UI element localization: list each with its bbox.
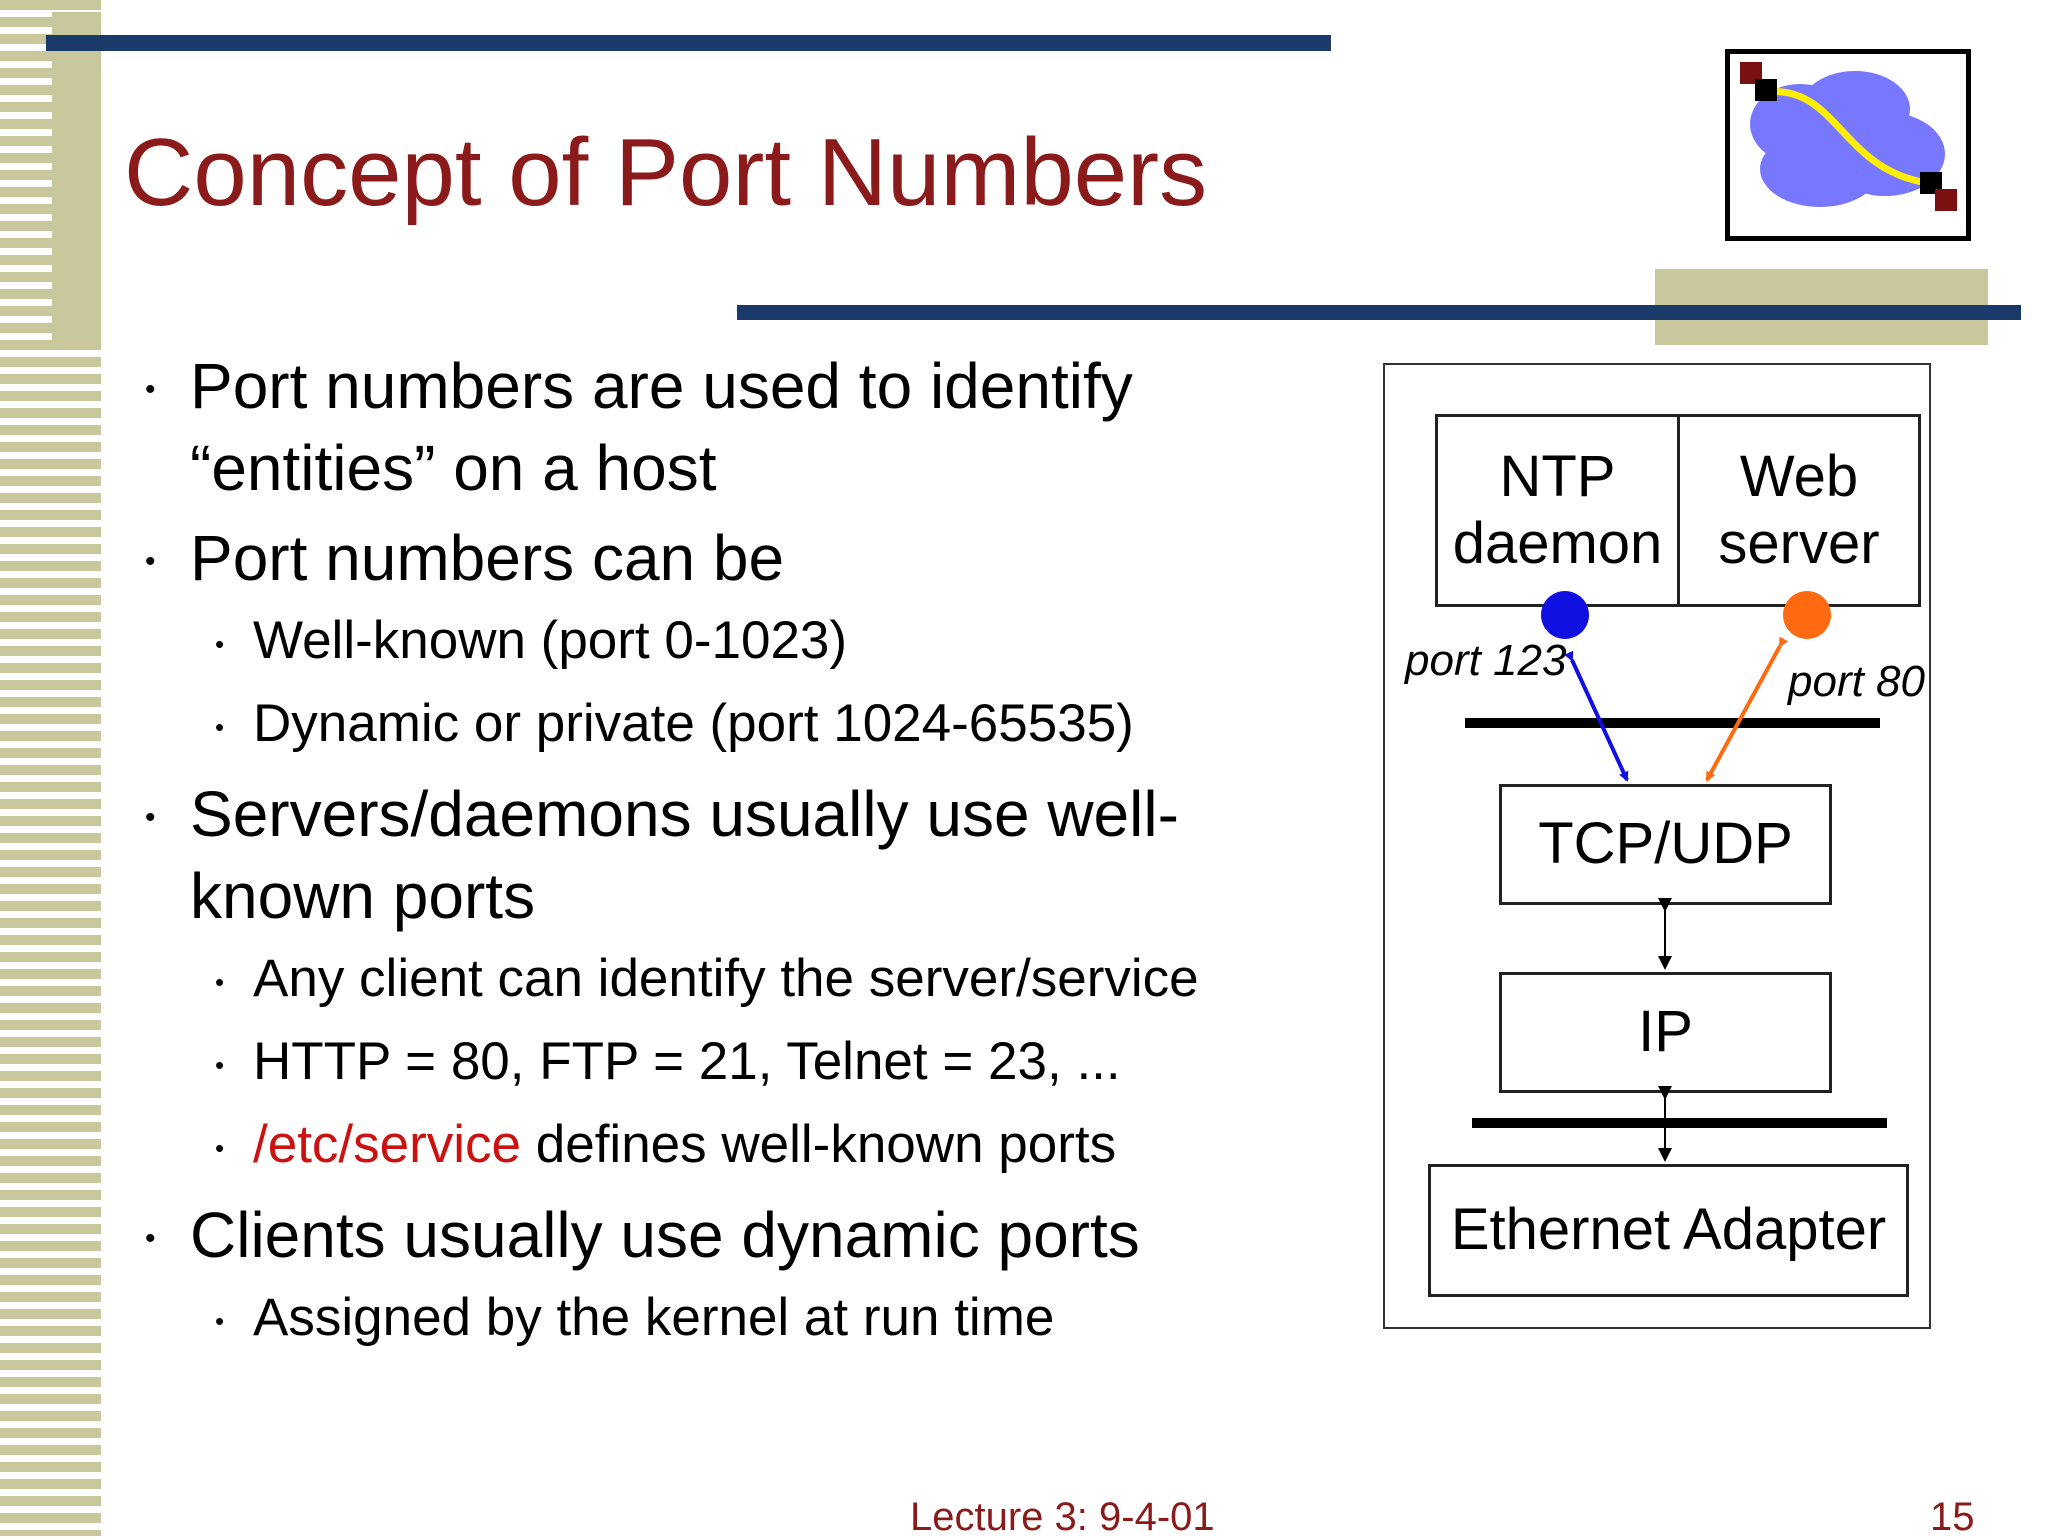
footer-lecture: Lecture 3: 9-4-01	[910, 1495, 1215, 1539]
bullet-line: known ports	[190, 860, 536, 932]
bullet-item: Clients usually use dynamic ports	[145, 1194, 1325, 1280]
bullet-list: Port numbers are used to identify “entit…	[145, 345, 1325, 1363]
sub-bullet-item: Dynamic or private (port 1024-65535)	[145, 682, 1325, 769]
sub-bullet-text: HTTP = 80, FTP = 21, Telnet = 23, ...	[253, 1032, 1121, 1091]
protocol-stack-diagram	[1383, 363, 1931, 1329]
etc-service-highlight: /etc/service	[253, 1115, 522, 1174]
bullet-line: Servers/daemons usually use well-	[190, 778, 1179, 850]
middle-accent-bar	[737, 305, 2021, 320]
kernel-boundary-line	[1472, 1118, 1887, 1128]
bullet-item: Port numbers can be	[145, 517, 1325, 603]
top-accent-bar	[46, 35, 1331, 51]
sub-bullet-text: Any client can identify the server/servi…	[253, 949, 1199, 1008]
ip-label: IP	[1638, 999, 1693, 1065]
web-port-arrow	[1705, 636, 1789, 782]
sub-bullet-item: HTTP = 80, FTP = 21, Telnet = 23, ...	[145, 1020, 1325, 1107]
ntp-port-arrow	[1564, 650, 1629, 782]
tcp-udp-label: TCP/UDP	[1538, 811, 1793, 877]
bullet-line: Clients usually use dynamic ports	[190, 1199, 1140, 1271]
bullet-item: Servers/daemons usually use well- known …	[145, 773, 1325, 937]
bullet-line: Port numbers can be	[190, 522, 785, 594]
left-solid-decoration	[52, 12, 101, 344]
bullet-item: Port numbers are used to identify “entit…	[145, 345, 1325, 509]
page-number: 15	[1930, 1495, 1975, 1539]
socket-boundary-line	[1465, 718, 1880, 728]
sub-bullet-item: Any client can identify the server/servi…	[145, 937, 1325, 1024]
sub-bullet-item: /etc/service defines well-known ports	[145, 1103, 1325, 1190]
slide-title: Concept of Port Numbers	[124, 119, 1208, 226]
sub-bullet-text: Dynamic or private (port 1024-65535)	[253, 694, 1134, 753]
ethernet-adapter-label: Ethernet Adapter	[1450, 1197, 1887, 1263]
port-80-label: port 80	[1788, 657, 1925, 706]
sub-bullet-text: Assigned by the kernel at run time	[253, 1288, 1055, 1347]
bullet-line: “entities” on a host	[190, 432, 717, 504]
sub-bullet-item: Assigned by the kernel at run time	[145, 1276, 1325, 1363]
bullet-line: Port numbers are used to identify	[190, 350, 1133, 422]
web-label-line1: Web	[1739, 443, 1859, 509]
sub-bullet-text: Well-known (port 0-1023)	[253, 611, 848, 670]
network-cloud-logo-icon	[1725, 49, 1971, 241]
web-label-line2: server	[1718, 510, 1880, 576]
ntp-label-line2: daemon	[1452, 510, 1663, 576]
ntp-label-line1: NTP	[1499, 443, 1616, 509]
web-port-dot	[1783, 591, 1831, 639]
sub-bullet-text: defines well-known ports	[521, 1115, 1117, 1174]
sub-bullet-item: Well-known (port 0-1023)	[145, 599, 1325, 686]
port-123-label: port 123	[1405, 636, 1567, 685]
ethernet-adapter-box: Ethernet Adapter	[1428, 1164, 1909, 1297]
ntp-port-dot	[1541, 591, 1589, 639]
